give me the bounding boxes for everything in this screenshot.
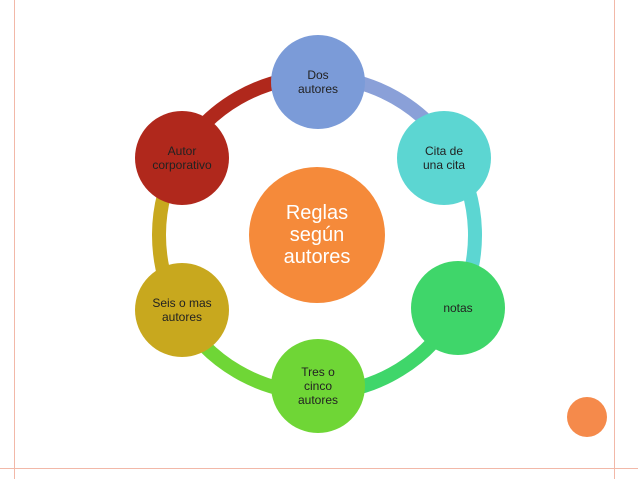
left-border-line: [14, 0, 15, 479]
node-label-tres-o-cinco-autores: Tres o cinco autores: [297, 365, 339, 407]
center-circle: [249, 167, 385, 303]
node-circle-notas: [411, 261, 505, 355]
node-label-notas: notas: [443, 301, 473, 315]
bottom-border-line: [0, 468, 638, 469]
node-circle-tres-o-cinco-autores: [271, 339, 365, 433]
node-circles: [135, 35, 505, 433]
center-label: Reglas según autores: [283, 202, 351, 268]
corner-decoration-dot: [567, 397, 607, 437]
node-label-autor-corporativo: Autor corporativo: [152, 144, 212, 172]
node-label-dos-autores: Dos autores: [297, 68, 339, 96]
node-circle-dos-autores: [271, 35, 365, 129]
right-border-line: [614, 0, 615, 479]
node-label-seis-o-mas-autores: Seis o mas autores: [152, 296, 212, 324]
node-label-cita-de-una-cita: Cita de una cita: [422, 144, 466, 172]
node-circle-seis-o-mas-autores: [135, 263, 229, 357]
node-circle-cita-de-una-cita: [397, 111, 491, 205]
node-circle-autor-corporativo: [135, 111, 229, 205]
